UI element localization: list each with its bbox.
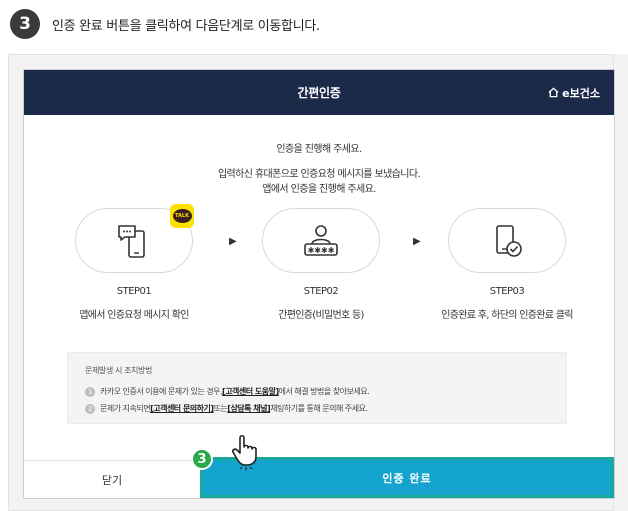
talk-badge-text: TALK [172,209,192,223]
user-password-icon: ✱✱✱✱ [304,224,338,256]
step02-desc: 간편인증(비밀번호 등) [278,310,364,321]
close-button[interactable]: 닫기 [24,460,200,498]
step03-label: STEP03 [489,286,525,297]
auth-modal: 간편인증 e보건소 [24,70,614,498]
background-page-strip [613,54,628,511]
home-icon [548,87,559,98]
modal-header: 간편인증 e보건소 [24,70,614,115]
confirm-highlight: 인증 완료 [200,457,614,498]
guide-title: 인증을 진행해 주세요. [276,144,362,155]
help-title: 문제발생 시 조치방법 [85,366,152,375]
customer-help-link[interactable]: [고객센터 도움말] [222,387,279,396]
help-item-2-middle: 또는 [213,404,228,413]
chat-channel-link[interactable]: [상담톡 채널] [227,404,271,413]
guide-line-1: 입력하신 휴대폰으로 인증요청 메시지를 보냈습니다. [217,169,421,180]
step03-desc: 인증완료 후, 하단의 인증완료 클릭 [441,310,573,321]
arrow-icon: ▶ [413,236,421,247]
kakaotalk-icon: TALK [170,204,194,228]
arrow-icon: ▶ [229,236,237,247]
svg-text:✱✱✱✱: ✱✱✱✱ [308,246,335,255]
step02-label: STEP02 [303,286,339,297]
step03-card [448,208,566,273]
help-item-1-suffix: 에서 해결 방법을 찾아보세요. [278,387,370,396]
step01-label: STEP01 [116,286,152,297]
help-num-2: 2 [85,403,95,414]
help-item-1: 1 카카오 인증서 이용에 문제가 있는 경우, [고객센터 도움말] 에서 해… [85,386,370,397]
instruction-text: 인증 완료 버튼을 클릭하여 다음단계로 이동합니다. [52,18,320,34]
modal-title: 간편인증 [297,86,341,100]
help-item-2: 2 문제가 지속되면 [고객센터 문의하기] 또는 [상담톡 채널] 채팅하기를… [85,403,368,414]
customer-inquiry-link[interactable]: [고객센터 문의하기] [150,404,214,413]
auth-steps: TALK ▶ ✱✱✱✱ ▶ STEP01 앱에서 인증요청 메시지 확인 STE… [24,204,614,328]
brand-logo: e보건소 [548,70,600,115]
help-num-1: 1 [85,386,95,397]
step01-desc: 앱에서 인증요청 메시지 확인 [79,310,189,321]
help-item-1-prefix: 카카오 인증서 이용에 문제가 있는 경우, [100,387,223,396]
step-number-badge: 3 [10,9,40,39]
phone-check-icon [496,224,522,257]
pointer-hand-icon [232,434,257,470]
modal-footer: 닫기 인증 완료 [24,457,614,498]
auth-complete-button[interactable]: 인증 완료 [203,460,611,495]
brand-name: e보건소 [562,86,600,100]
help-item-2-suffix: 채팅하기를 통해 문의해 주세요. [270,404,368,413]
help-item-2-prefix: 문제가 지속되면 [100,404,151,413]
phone-chat-icon [118,224,145,258]
help-box: 문제발생 시 조치방법 1 카카오 인증서 이용에 문제가 있는 경우, [고객… [67,352,567,424]
guide-line-2: 앱에서 인증을 진행해 주세요. [262,184,376,195]
step-marker-badge: 3 [191,448,213,470]
step02-card: ✱✱✱✱ [262,208,380,273]
instruction-header: 3 인증 완료 버튼을 클릭하여 다음단계로 이동합니다. [10,8,320,40]
